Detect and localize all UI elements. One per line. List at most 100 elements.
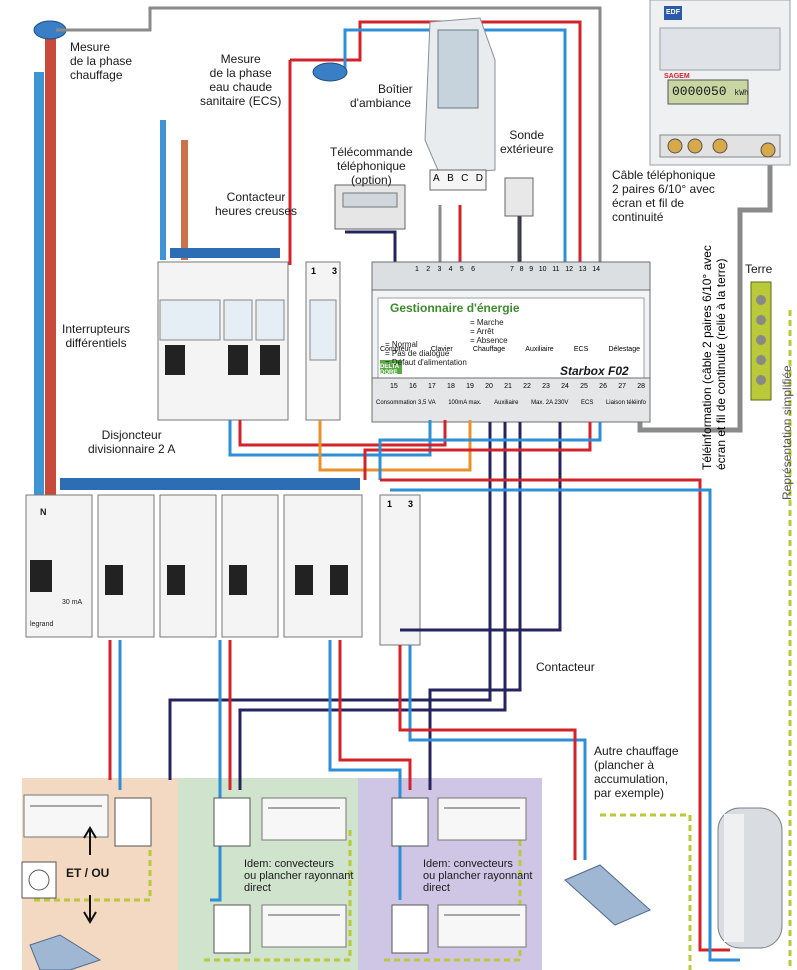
- convector-2: [261, 797, 347, 841]
- starbox-note: 100mA max.: [448, 400, 482, 406]
- floor-heating-1: [29, 934, 102, 970]
- label-line: (option): [351, 173, 392, 187]
- indicator-label: Clavier: [430, 346, 453, 353]
- label-line: Télécommande: [330, 145, 413, 159]
- starbox-module: [371, 261, 651, 423]
- contacteur-hc-terminals: 1 3: [311, 266, 337, 276]
- label-line: continuité: [612, 210, 664, 224]
- earth-wire-zone3: [380, 830, 522, 962]
- starbox-title: Gestionnaire d'énergie: [390, 301, 520, 315]
- convector-1: [23, 794, 109, 838]
- terminal-number: 3: [437, 266, 442, 273]
- terminal-number: 21: [504, 383, 512, 390]
- indicator-label: Chauffage: [472, 346, 506, 353]
- label-line: sanitaire (ECS): [200, 94, 282, 108]
- label-telecommande: Télécommande téléphonique (option): [330, 145, 413, 187]
- starbox-top-terminals: 1 2 3 4 5 6: [415, 266, 475, 273]
- junction-box-2: [213, 797, 251, 847]
- breaker-rating: 30 mA: [62, 599, 83, 606]
- wire-red-ecs-tank: [380, 478, 730, 952]
- wire-gray-top: [56, 6, 602, 265]
- indicator-label: Délestage: [608, 346, 640, 353]
- convector-3: [261, 904, 347, 948]
- status-line: = Pas de dialogue: [385, 349, 450, 358]
- terminal-number: 14: [592, 266, 600, 273]
- terminal-number: 17: [428, 383, 436, 390]
- meter-unit: kWh: [734, 89, 749, 98]
- label-sonde: Sonde extérieure: [500, 128, 553, 156]
- status-line: = Absence: [470, 336, 508, 345]
- floor-heating-2: [564, 864, 651, 926]
- label-line: Idem: convecteurs: [244, 858, 334, 870]
- starbox-model-code: F02: [608, 364, 629, 378]
- terminal-number: 6: [471, 266, 475, 273]
- label-line: de la phase: [209, 66, 272, 80]
- terminal-number: 3: [331, 266, 337, 276]
- terminal-number: 25: [580, 383, 588, 390]
- label-contacteur-hc: Contacteur heures creuses: [215, 190, 297, 218]
- terminal-number: 11: [552, 266, 560, 273]
- wire-dark-zone2: [238, 422, 507, 790]
- label-line: Mesure: [220, 52, 261, 66]
- indicator-label: ECS: [573, 346, 589, 353]
- label-line: Disjoncteur: [101, 428, 162, 442]
- label-line: Autre chauffage: [594, 744, 679, 758]
- label-line: Mesure: [70, 40, 111, 54]
- boitier-key: D: [475, 173, 483, 184]
- sonde-exterieure: [504, 177, 534, 265]
- label-line: 2 paires 6/10° avec: [612, 182, 715, 196]
- label-line: téléphonique: [336, 159, 406, 173]
- wire-red-ecs-top: [290, 20, 582, 265]
- label-line: Téléinformation (câble 2 paires 6/10° av…: [700, 245, 714, 470]
- starbox-top-terminals-right: 7 8 9 10 11 12 13 14: [510, 266, 600, 273]
- breaker-neutral-mark: N: [40, 507, 47, 517]
- label-line: Idem: convecteurs: [423, 858, 513, 870]
- label-line: Câble téléphonique: [612, 168, 716, 182]
- thermostat: [21, 861, 57, 899]
- starbox-model: Starbox: [560, 364, 605, 378]
- wire-blue-a: [228, 420, 432, 457]
- terminal-number: 22: [523, 383, 531, 390]
- water-heater: [717, 807, 783, 949]
- terminal-number: 24: [561, 383, 569, 390]
- label-line: divisionnaire 2 A: [88, 442, 176, 456]
- wire-blue-b: [378, 422, 602, 480]
- lower-breaker-row: [25, 478, 421, 646]
- wire-red-b: [363, 422, 592, 480]
- contacteur-heures-creuses: [305, 261, 341, 421]
- boitier-key: C: [461, 173, 469, 184]
- terminal-number: 1: [387, 499, 393, 509]
- label-line: ou plancher rayonnant: [244, 870, 354, 882]
- breaker-brand: legrand: [30, 621, 54, 628]
- terminal-number: 19: [466, 383, 474, 390]
- label-mesure-ecs: Mesure de la phase eau chaude sanitaire …: [200, 52, 281, 108]
- electric-meter: [649, 0, 791, 166]
- terminal-number: 1: [311, 266, 317, 276]
- meter-display: 0000050 kWh: [672, 85, 749, 101]
- terminal-number: 20: [485, 383, 493, 390]
- earth-terminal-block: [750, 281, 772, 401]
- starbox-brand-logo: DELTA DORE: [380, 364, 399, 376]
- convector-4: [437, 797, 527, 841]
- arrow-up-icon: [83, 826, 97, 855]
- terminal-number: 2: [426, 266, 431, 273]
- terminal-number: 3: [407, 499, 413, 509]
- label-line: chauffage: [70, 68, 123, 82]
- label-line: direct: [244, 882, 271, 894]
- supply-cable-red: [45, 30, 56, 502]
- label-line: Interrupteurs: [62, 322, 131, 336]
- junction-box-5: [391, 904, 429, 954]
- contacteur-terminals: 1 3: [387, 499, 413, 509]
- clamp-ecs: [312, 62, 348, 82]
- meter-maker: SAGEM: [664, 73, 690, 80]
- terminal-number: 1: [415, 266, 419, 273]
- label-line: ou plancher rayonnant: [423, 870, 533, 882]
- starbox-note: ECS: [581, 400, 594, 406]
- wire-red-floor: [398, 645, 577, 860]
- label-line: extérieure: [500, 142, 554, 156]
- starbox-status-left: = Normal = Pas de dialogue = Défaut d'al…: [385, 340, 467, 367]
- label-line: heures creuses: [215, 204, 298, 218]
- label-idem-2: Idem: convecteurs ou plancher rayonnant …: [423, 858, 532, 894]
- label-line: Boîtier: [378, 82, 413, 96]
